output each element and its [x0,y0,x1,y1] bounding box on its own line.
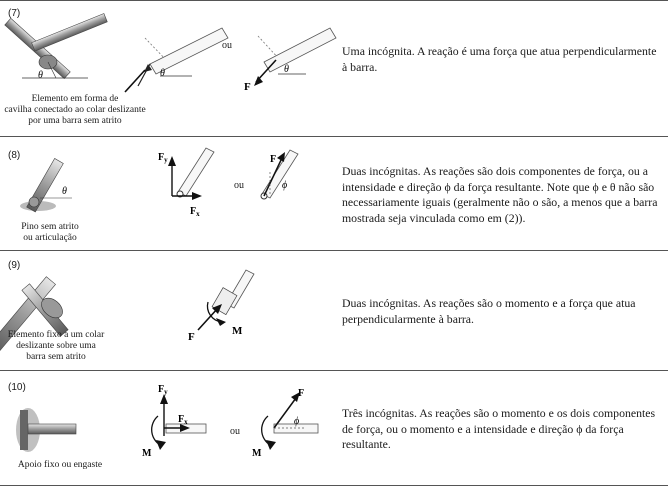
or-label: ou [230,426,240,437]
caption-line: barra sem atrito [26,352,86,362]
fx-label: Fx [178,414,188,426]
pin-illustration: θ Fy Fx F ϕ [20,147,299,218]
row-number: (8) [8,150,21,161]
theta-label: θ [62,186,67,197]
support-caption: Apoio fixo ou engaste [0,460,120,471]
force-label: F [270,154,276,165]
support-description: Duas incógnitas. As reações são o moment… [342,296,636,326]
fixed-collar-illustration: F M [0,269,255,354]
support-caption: Pino sem atrito ou articulação [10,222,90,244]
phi-label: ϕ [294,416,299,427]
row-number: (7) [8,8,21,19]
row-separator [0,0,668,1]
row-separator [0,250,668,251]
moment-label: M [232,325,243,337]
fx-label: Fx [190,206,200,218]
fy-label: Fy [158,152,168,164]
moment-label: M [252,448,262,459]
row-separator [0,370,668,371]
force-label: F [298,388,304,399]
support-row-8: (8) θ Fy Fx F ϕ ou Pino sem atrito ou ar… [0,136,668,250]
support-description: Uma incógnita. A reação é uma força que … [342,44,657,74]
fixed-support-illustration: Fy Fx M F ϕ M [16,384,319,459]
theta-label: θ [284,64,289,75]
support-row-9: (9) F M Elemento fixo a um colar desliza… [0,250,668,370]
theta-label: θ [38,70,43,81]
caption-line: Pino sem atrito [21,222,79,232]
caption-line: Elemento em forma de [31,94,119,104]
moment-label: M [142,448,152,459]
support-caption: Elemento fixo a um colar deslizante sobr… [0,330,112,363]
support-caption: Elemento em forma de cavilha conectado a… [0,94,150,127]
caption-line: deslizante sobre uma [16,341,96,351]
row-number: (10) [8,382,26,393]
caption-line: Elemento fixo a um colar [7,330,105,340]
row-number: (9) [8,260,21,271]
support-row-7: (7) θ θ [0,0,668,136]
support-description: Três incógnitas. As reações são o moment… [342,406,656,451]
row-separator [0,485,668,486]
caption-line: cavilha conectado ao colar deslizante [4,105,146,115]
or-label: ou [222,40,232,51]
force-label: F [244,81,251,93]
pin-collar-illustration: θ θ θ F [4,13,337,93]
caption-line: por uma barra sem atrito [28,116,122,126]
support-row-10: (10) Fy Fx M F ϕ M ou Apoio fixo ou enga… [0,370,668,485]
caption-line: Apoio fixo ou engaste [17,460,103,470]
theta-label: θ [160,68,165,79]
or-label: ou [234,180,244,191]
caption-line: ou articulação [23,233,77,243]
phi-label: ϕ [282,180,287,191]
force-label: F [188,331,195,343]
fy-label: Fy [158,384,168,396]
row-separator [0,136,668,137]
support-description: Duas incógnitas. As reações são dois com… [342,164,658,225]
